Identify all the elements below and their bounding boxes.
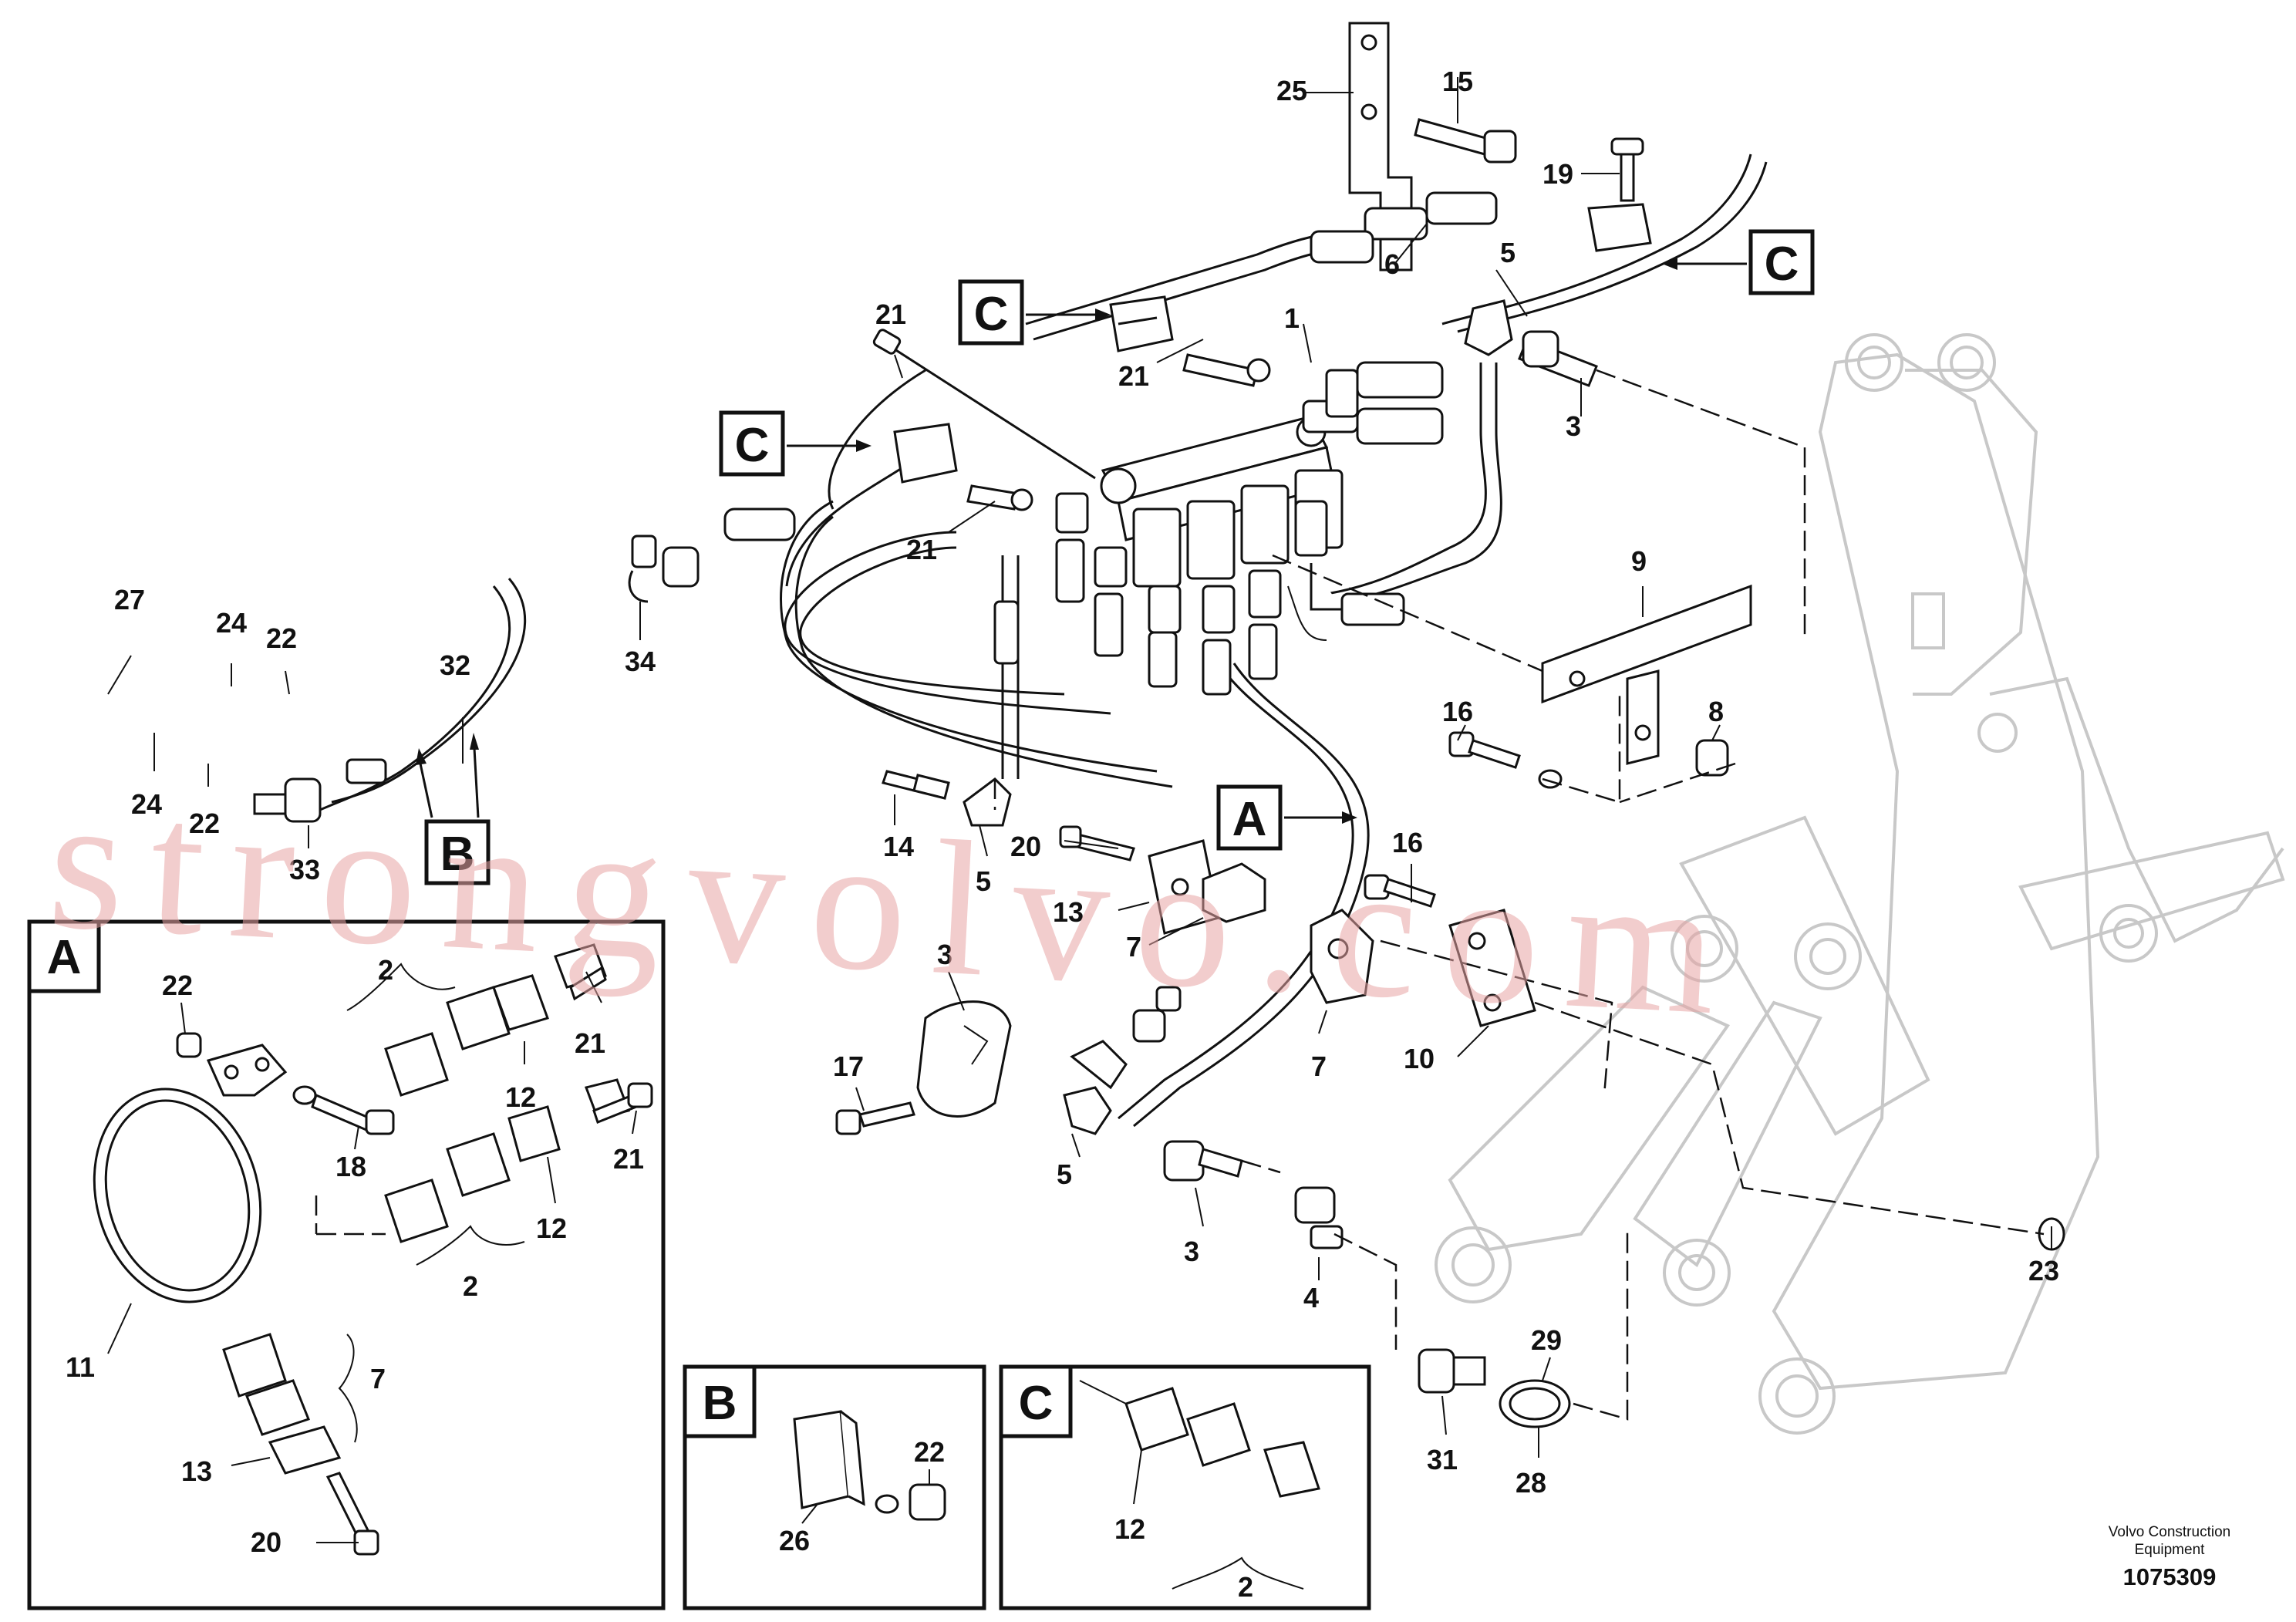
label-10: 10: [1404, 1043, 1435, 1074]
label-29: 29: [1531, 1324, 1562, 1356]
label-15: 15: [1442, 66, 1473, 97]
label-20-main: 20: [1010, 831, 1041, 862]
label-b-26: 26: [779, 1525, 810, 1556]
label-a-11: 11: [66, 1351, 95, 1383]
title-block: Volvo Construction Equipment 1075309: [2109, 1524, 2230, 1590]
label-16-lower: 16: [1392, 827, 1423, 858]
label-21-c: 21: [906, 534, 937, 565]
label-22-upper: 22: [266, 622, 297, 654]
label-21-b: 21: [1118, 360, 1149, 392]
label-31: 31: [1427, 1444, 1458, 1475]
detail-box-b-letter: B: [703, 1377, 737, 1430]
label-a-2-upper: 2: [378, 954, 393, 986]
label-a-12-lower: 12: [536, 1212, 567, 1244]
label-c-12: 12: [1114, 1513, 1145, 1545]
loader-arm: [1435, 333, 2285, 1435]
label-21-a: 21: [875, 298, 906, 330]
label-4: 4: [1303, 1282, 1319, 1313]
label-23: 23: [2028, 1255, 2059, 1286]
label-a-13: 13: [181, 1455, 212, 1487]
detail-box-b: B: [683, 1364, 986, 1610]
label-14: 14: [883, 831, 914, 862]
label-16-upper: 16: [1442, 696, 1473, 727]
label-a-12-upper: 12: [505, 1081, 536, 1113]
label-17: 17: [833, 1050, 864, 1082]
part-labels: 25 15 19 5 6 1 21 21 21 3 9 16 8 14 5 20…: [66, 66, 2059, 1603]
label-24-upper: 24: [216, 607, 247, 639]
callouts: C C C A B: [416, 229, 1815, 885]
callout-b-letter: B: [440, 828, 475, 881]
label-33: 33: [289, 854, 320, 885]
label-6: 6: [1384, 248, 1400, 280]
label-a-18: 18: [335, 1151, 366, 1182]
label-5-mid: 5: [976, 865, 991, 897]
detail-box-c: C: [999, 1364, 1371, 1610]
label-3-top: 3: [1566, 410, 1581, 442]
fittings: [253, 22, 2065, 1428]
callout-c-left-letter: C: [735, 419, 770, 472]
label-32: 32: [440, 649, 470, 681]
detail-box-c-letter: C: [1019, 1377, 1054, 1430]
label-5-top: 5: [1500, 237, 1515, 268]
label-9: 9: [1631, 545, 1647, 577]
label-31-main: 3: [937, 939, 952, 970]
label-1: 1: [1284, 302, 1300, 334]
label-19: 19: [1542, 158, 1573, 190]
label-a-7: 7: [370, 1363, 386, 1394]
company-name-line2: Equipment: [2135, 1542, 2206, 1558]
label-a-2-lower: 2: [463, 1270, 478, 1302]
label-3-low: 3: [1184, 1236, 1199, 1267]
label-7-right: 7: [1311, 1050, 1327, 1082]
label-5-low: 5: [1057, 1158, 1072, 1190]
label-7-main: 7: [1126, 931, 1141, 963]
label-c-2: 2: [1238, 1571, 1253, 1603]
label-25: 25: [1276, 75, 1307, 106]
label-22-lower: 22: [189, 808, 220, 839]
distribution-block: [993, 361, 1444, 696]
leader-lines: [107, 77, 2052, 1543]
callout-c-right-letter: C: [1765, 238, 1799, 291]
label-a-20: 20: [251, 1526, 282, 1558]
callout-c-upper-letter: C: [974, 288, 1009, 341]
callout-a-letter: A: [1232, 793, 1267, 846]
label-24-lower: 24: [131, 788, 162, 820]
drawing-number: 1075309: [2123, 1563, 2217, 1590]
label-27: 27: [114, 584, 145, 615]
label-a-21-lower: 21: [613, 1143, 644, 1175]
label-b-22: 22: [914, 1436, 945, 1468]
detail-box-a: A: [27, 919, 666, 1610]
label-a-22: 22: [162, 969, 193, 1001]
detail-box-a-letter: A: [47, 931, 82, 984]
label-28: 28: [1515, 1467, 1546, 1499]
label-a-21-upper: 21: [575, 1027, 605, 1059]
label-13-main: 13: [1053, 896, 1084, 928]
company-name-line1: Volvo Construction: [2109, 1524, 2230, 1540]
assembly-lines: [993, 369, 2045, 1421]
label-8: 8: [1708, 696, 1724, 727]
label-34: 34: [625, 646, 656, 677]
